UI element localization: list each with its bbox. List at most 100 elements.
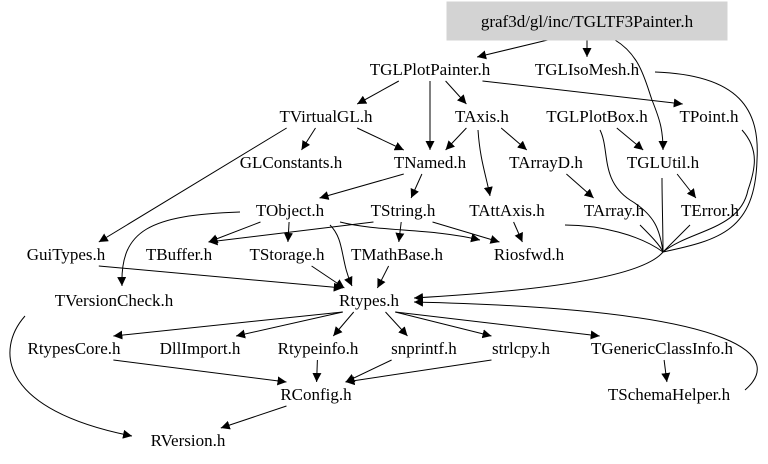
node-TSchemaHelper[interactable]: TSchemaHelper.h [608,385,731,404]
node-label: RVersion.h [151,431,226,450]
node-RtypesCore[interactable]: RtypesCore.h [27,339,121,358]
edge-Rtypes-to-DllImport [235,311,343,339]
edge-TAxis-to-TArrayD [500,127,528,151]
node-Rtypeinfo[interactable]: Rtypeinfo.h [278,339,359,358]
node-TGLUtil[interactable]: TGLUtil.h [627,153,700,172]
edge-TString-to-TBuffer [208,221,374,246]
node-label: TGLPlotPainter.h [370,60,491,79]
edge-TGLPlotBox-to-TGLUtil [616,127,644,151]
node-DllImport[interactable]: DllImport.h [160,339,241,358]
node-Riosfwd[interactable]: Riosfwd.h [494,245,565,264]
node-label: Riosfwd.h [494,245,565,264]
node-TArrayD[interactable]: TArrayD.h [509,153,583,172]
edge-TMathBase-to-Rtypes [376,265,390,289]
edge-TGLIsoMesh-to-Rtypes [654,71,758,253]
node-TPoint[interactable]: TPoint.h [679,107,739,126]
edge-TArrayD-to-TArray [566,173,594,199]
edge-Rtypes-to-snprintf [385,311,408,337]
edge-TGLPlotPainter-to-TAxis [445,80,467,105]
edge-TPoint-to-Rtypes [662,129,755,253]
edge-TSchemaHelper-to-Rtypes [413,297,758,391]
node-label: TString.h [371,201,436,220]
root-node-box [446,1,728,41]
node-label: TVirtualGL.h [280,107,373,126]
edge-TGLPlotBox-to-Rtypes [599,129,664,253]
node-TGLPlotPainter[interactable]: TGLPlotPainter.h [370,60,491,79]
node-GLConstants[interactable]: GLConstants.h [240,153,343,172]
node-TBuffer[interactable]: TBuffer.h [146,245,213,264]
edge-TNamed-to-TString [410,173,423,199]
edge-Rtypeinfo-to-RConfig [312,359,322,383]
node-label: RConfig.h [280,385,352,404]
node-TAttAxis[interactable]: TAttAxis.h [469,201,545,220]
node-TAxis[interactable]: TAxis.h [455,107,509,126]
node-TString[interactable]: TString.h [371,201,436,220]
node-TGenericClassInfo[interactable]: TGenericClassInfo.h [591,339,734,358]
node-TObject[interactable]: TObject.h [256,201,325,220]
node-TGLIsoMesh[interactable]: TGLIsoMesh.h [535,60,640,79]
node-label: TBuffer.h [146,245,213,264]
node-label: Rtypeinfo.h [278,339,359,358]
node-TVirtualGL[interactable]: TVirtualGL.h [280,107,373,126]
node-label: TArray.h [584,201,645,220]
edge-Rtypes-to-TGenericClassInfo [395,311,600,340]
node-root[interactable]: graf3d/gl/inc/TGLTF3Painter.h [446,1,728,41]
edge-TStorage-to-Rtypes [311,265,345,289]
edge-TGenericClassInfo-to-TSchemaHelper [661,359,671,383]
node-TStorage[interactable]: TStorage.h [249,245,325,264]
edge-Rtypes-to-Rtypeinfo [332,311,355,337]
edge-Rtypes-to-strlcpy [395,311,492,339]
node-RConfig[interactable]: RConfig.h [280,385,352,404]
edge-TGLPlotPainter-to-TPoint [482,80,683,108]
node-label: GLConstants.h [240,153,343,172]
node-label: Rtypes.h [339,291,399,310]
node-label: TMathBase.h [351,245,444,264]
node-label: TVersionCheck.h [55,291,174,310]
node-snprintf[interactable]: snprintf.h [391,339,457,358]
node-label: TGLPlotBox.h [546,107,648,126]
node-label: DllImport.h [160,339,241,358]
node-TMathBase[interactable]: TMathBase.h [351,245,444,264]
edge-TVirtualGL-to-TNamed [356,127,404,151]
node-label: snprintf.h [391,339,457,358]
edge-RConfig-to-RVersion [220,405,287,430]
node-TNamed[interactable]: TNamed.h [394,153,467,172]
node-RVersion[interactable]: RVersion.h [151,431,226,450]
node-label: TSchemaHelper.h [608,385,731,404]
edge-bundle-to-Rtypes [413,251,664,302]
node-TVersionCheck[interactable]: TVersionCheck.h [55,291,174,310]
node-label: TAttAxis.h [469,201,545,220]
edge-TAxis-to-TNamed [445,127,467,151]
node-label: TGLUtil.h [627,153,700,172]
edge-TAxis-to-TAttAxis [477,129,493,197]
edge-TString-to-Riosfwd [432,221,500,244]
node-TError[interactable]: TError.h [681,201,740,220]
node-label: RtypesCore.h [27,339,121,358]
edge-TAttAxis-to-Riosfwd [513,221,523,243]
node-TGLPlotBox[interactable]: TGLPlotBox.h [546,107,648,126]
edge-TGLUtil-to-TError [676,173,697,199]
edge-root-to-TGLPlotPainter [476,39,548,60]
node-TArray[interactable]: TArray.h [584,201,645,220]
node-label: graf3d/gl/inc/TGLTF3Painter.h [481,12,694,31]
edge-RtypesCore-to-RConfig [113,359,287,386]
node-label: TNamed.h [394,153,467,172]
node-strlcpy[interactable]: strlcpy.h [492,339,550,358]
node-label: TError.h [681,201,740,220]
node-label: TPoint.h [679,107,739,126]
edge-root-to-TGLUtil [614,39,668,151]
node-label: TAxis.h [455,107,509,126]
edge-Rtypes-to-RtypesCore [113,311,343,340]
edge-TVersionCheck-to-RVersion [9,315,133,439]
edge-TGLUtil-to-Rtypes [661,177,664,253]
edge-TAttAxis-to-Rtypes [564,224,664,253]
node-label: TGenericClassInfo.h [591,339,734,358]
node-Rtypes[interactable]: Rtypes.h [339,291,399,310]
edge-TVirtualGL-to-GuiTypes [98,127,287,243]
edges [9,39,758,439]
edge-TString-to-TMathBase [395,221,405,243]
node-GuiTypes[interactable]: GuiTypes.h [27,245,106,264]
edge-TArray-to-Rtypes [639,224,664,253]
